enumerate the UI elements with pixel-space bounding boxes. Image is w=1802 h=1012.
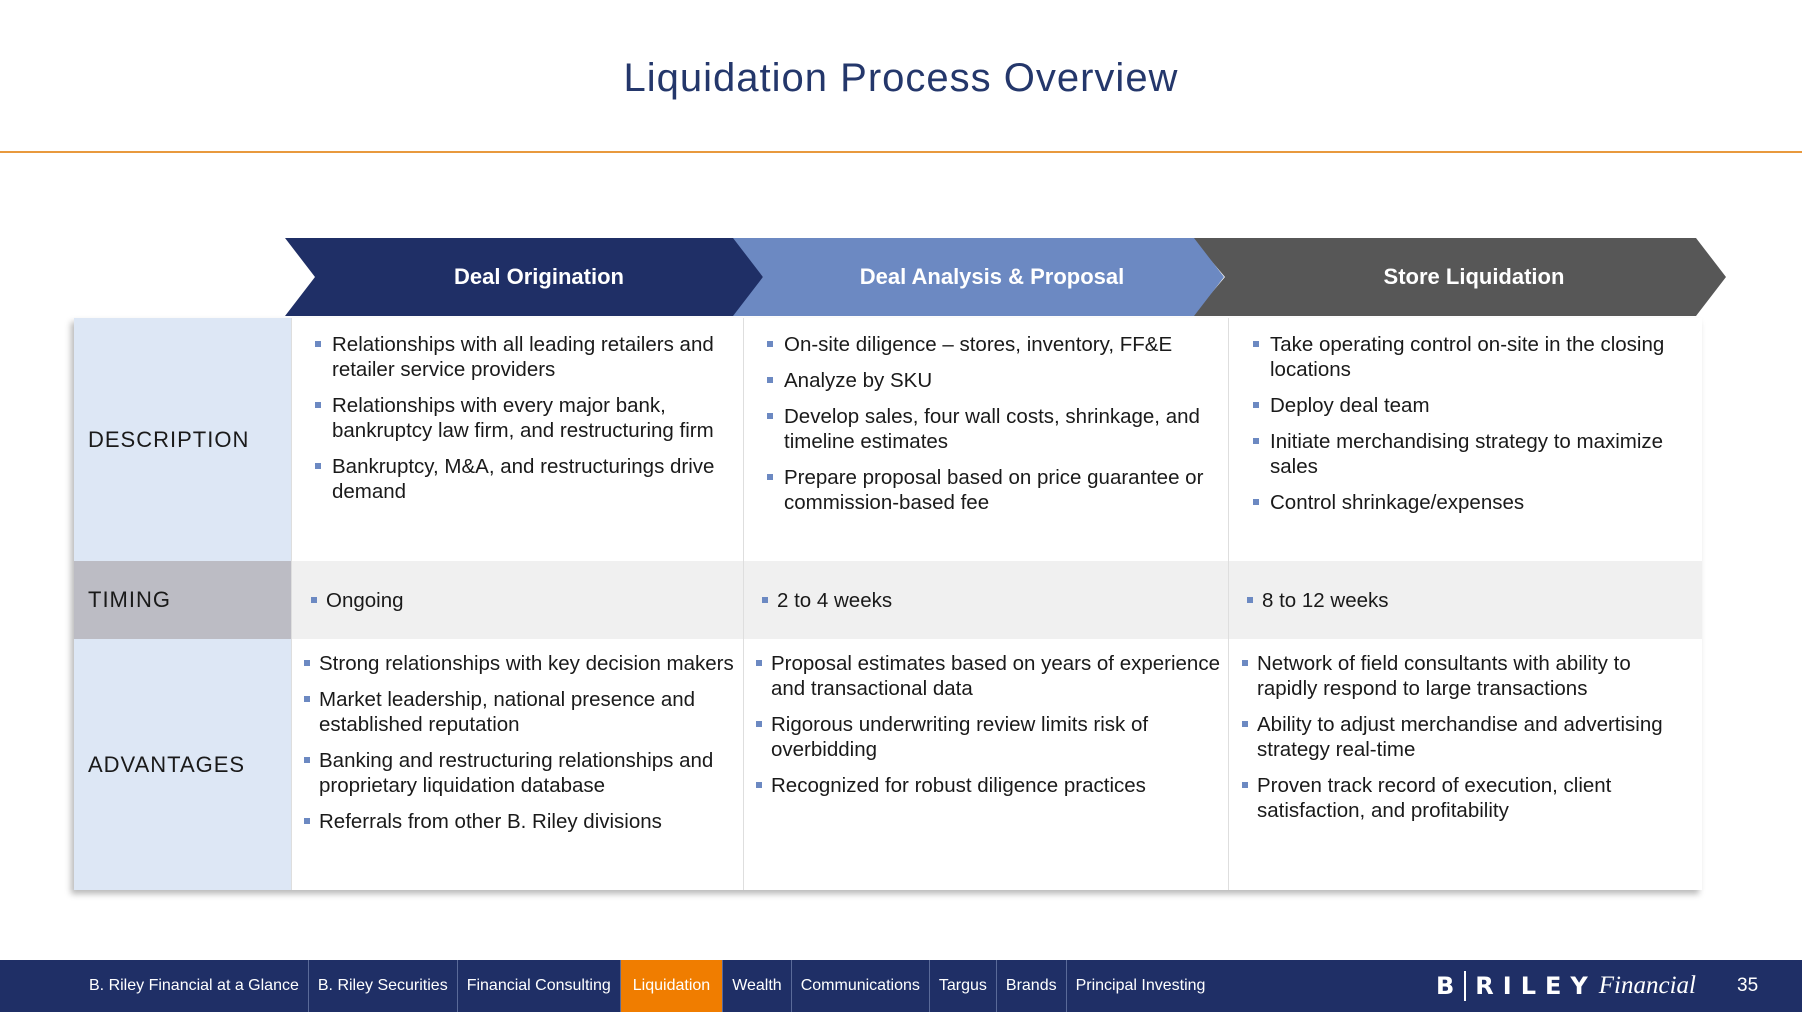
stage-label: Deal Analysis & Proposal xyxy=(859,264,1125,289)
timing-cell-liquidation: 8 to 12 weeks xyxy=(1228,561,1702,639)
bullet-item: On-site diligence – stores, inventory, F… xyxy=(767,332,1222,357)
page-title: Liquidation Process Overview xyxy=(623,56,1179,100)
bullet-item: Initiate merchandising strategy to maxim… xyxy=(1253,429,1692,479)
bullet-item: Relationships with every major bank, ban… xyxy=(315,393,733,443)
bullet-list: 8 to 12 weeks xyxy=(1229,588,1389,613)
bullet-list: 2 to 4 weeks xyxy=(744,588,892,613)
nav-item-financial-consulting[interactable]: Financial Consulting xyxy=(458,960,621,1012)
description-cell-origination: Relationships with all leading retailers… xyxy=(291,318,743,561)
bullet-item: Network of field consultants with abilit… xyxy=(1242,651,1696,701)
stage-label: Store Liquidation xyxy=(1383,264,1565,289)
nav-item-b-riley-securities[interactable]: B. Riley Securities xyxy=(309,960,458,1012)
stage-deal-origination: Deal Origination xyxy=(285,238,763,316)
title-divider xyxy=(0,151,1802,153)
description-cell-liquidation: Take operating control on-site in the cl… xyxy=(1228,318,1702,561)
bullet-item: Rigorous underwriting review limits risk… xyxy=(756,712,1222,762)
bullet-list: Network of field consultants with abilit… xyxy=(1229,639,1702,823)
row-header-advantages: ADVANTAGES xyxy=(74,639,291,890)
timing-cell-origination: Ongoing xyxy=(291,561,743,639)
bullet-item: Develop sales, four wall costs, shrinkag… xyxy=(767,404,1222,454)
bullet-list: Ongoing xyxy=(292,588,404,613)
timing-row: TIMING Ongoing 2 to 4 weeks 8 to 12 week… xyxy=(74,561,1702,639)
bullet-item: Analyze by SKU xyxy=(767,368,1222,393)
bullet-item: Referrals from other B. Riley divisions xyxy=(304,809,737,834)
nav-item-principal-investing[interactable]: Principal Investing xyxy=(1075,977,1206,994)
advantages-cell-analysis: Proposal estimates based on years of exp… xyxy=(743,639,1228,890)
bullet-item: Recognized for robust diligence practice… xyxy=(756,773,1222,798)
bullet-list: Relationships with all leading retailers… xyxy=(292,318,743,504)
bullet-item: Ability to adjust merchandise and advert… xyxy=(1242,712,1696,762)
bullet-item: Strong relationships with key decision m… xyxy=(304,651,737,676)
bullet-item: Ongoing xyxy=(311,588,404,612)
description-cell-analysis: On-site diligence – stores, inventory, F… xyxy=(743,318,1228,561)
nav-item-brands[interactable]: Brands xyxy=(997,960,1067,1012)
bullet-item: Proposal estimates based on years of exp… xyxy=(756,651,1222,701)
stage-label: Deal Origination xyxy=(454,264,624,289)
bullet-item: 2 to 4 weeks xyxy=(761,588,893,612)
bullet-list: Strong relationships with key decision m… xyxy=(292,639,743,834)
description-row: DESCRIPTION Relationships with all leadi… xyxy=(74,318,1702,561)
advantages-cell-origination: Strong relationships with key decision m… xyxy=(291,639,743,890)
row-header-timing: TIMING xyxy=(74,561,291,639)
logo-financial: Financial xyxy=(1598,972,1696,999)
nav-item-b-riley-financial-at-a-glance[interactable]: B. Riley Financial at a Glance xyxy=(80,960,309,1012)
bullet-item: Bankruptcy, M&A, and restructurings driv… xyxy=(315,454,733,504)
bullet-list: Take operating control on-site in the cl… xyxy=(1229,318,1702,515)
row-header-description: DESCRIPTION xyxy=(74,318,291,561)
bullet-item: Control shrinkage/expenses xyxy=(1253,490,1692,515)
nav-item-communications[interactable]: Communications xyxy=(792,960,930,1012)
bullet-list: On-site diligence – stores, inventory, F… xyxy=(744,318,1228,515)
logo-riley: RILEY xyxy=(1475,972,1597,1000)
nav-item-wealth[interactable]: Wealth xyxy=(723,960,792,1012)
logo-divider xyxy=(1464,971,1467,1001)
nav-item-targus[interactable]: Targus xyxy=(930,960,997,1012)
advantages-row: ADVANTAGES Strong relationships with key… xyxy=(74,639,1702,890)
stage-deal-analysis: Deal Analysis & Proposal xyxy=(730,238,1224,316)
bullet-item: Market leadership, national presence and… xyxy=(304,687,737,737)
bullet-item: Prepare proposal based on price guarante… xyxy=(767,465,1222,515)
bullet-item: Proven track record of execution, client… xyxy=(1242,773,1696,823)
advantages-cell-liquidation: Network of field consultants with abilit… xyxy=(1228,639,1702,890)
bullet-list: Proposal estimates based on years of exp… xyxy=(744,639,1228,798)
nav-item-liquidation[interactable]: Liquidation xyxy=(620,960,724,1012)
bullet-item: Take operating control on-site in the cl… xyxy=(1253,332,1692,382)
logo-b: B xyxy=(1436,972,1455,1000)
bullet-item: Relationships with all leading retailers… xyxy=(315,332,733,382)
process-table: DESCRIPTION Relationships with all leadi… xyxy=(74,318,1702,890)
bullet-item: Deploy deal team xyxy=(1253,393,1692,418)
page-number: 35 xyxy=(1737,975,1759,996)
stage-store-liquidation: Store Liquidation xyxy=(1192,238,1726,316)
timing-cell-analysis: 2 to 4 weeks xyxy=(743,561,1228,639)
bullet-item: Banking and restructuring relationships … xyxy=(304,748,737,798)
bullet-item: 8 to 12 weeks xyxy=(1247,588,1389,612)
company-logo: B RILEY Financial xyxy=(1436,960,1696,1012)
